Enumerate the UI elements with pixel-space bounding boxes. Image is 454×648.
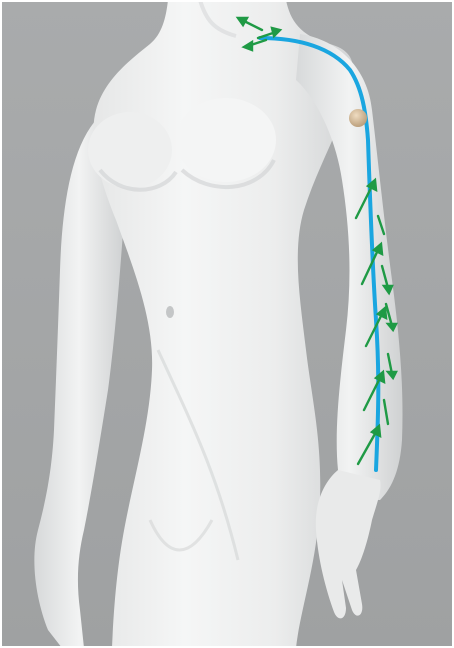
- lymph-node: [349, 109, 367, 127]
- figure-chest-left: [88, 112, 172, 188]
- figure-navel: [166, 306, 174, 318]
- figure-chest-right: [176, 98, 276, 182]
